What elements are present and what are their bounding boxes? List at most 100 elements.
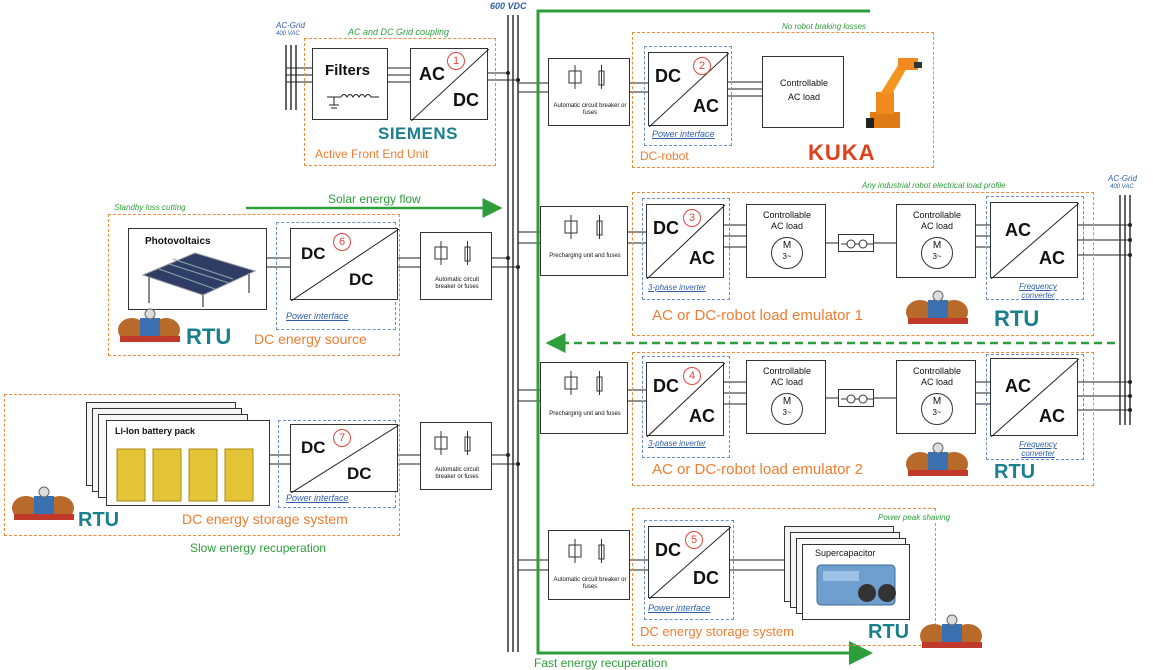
emu2-conv-bottom: AC <box>689 407 715 425</box>
breaker-icon <box>541 207 629 277</box>
supercap-conv-top: DC <box>655 541 681 559</box>
robot-pi-label: Power interface <box>652 130 715 139</box>
emu2-breaker-block: Precharging unit and fuses <box>540 362 628 434</box>
emu1-load-a-block: Controllable AC load M 3~ <box>746 204 826 278</box>
breaker-icon <box>541 363 629 435</box>
emu2-breaker-label: Precharging unit and fuses <box>545 411 625 418</box>
emu2-load-a-line2: AC load <box>747 378 827 387</box>
solar-flow-label: Solar energy flow <box>328 193 421 205</box>
emu2-load-a-block: Controllable AC load M 3~ <box>746 360 826 434</box>
siemens-logo: SIEMENS <box>378 125 458 142</box>
solar-unit-label: DC energy source <box>254 332 367 346</box>
emu2-motor-b-sub: 3~ <box>921 409 953 417</box>
converter-diagonal <box>991 203 1079 279</box>
filter-symbol-icon <box>313 49 389 121</box>
robot-conv-bottom: AC <box>693 97 719 115</box>
emu2-inverter-label: 3-phase inverter <box>648 440 706 448</box>
battery-cells-icon <box>107 421 271 507</box>
battery-converter-block: DC DC 7 <box>290 424 398 492</box>
dc-bus <box>508 15 518 652</box>
solar-breaker-block: Automatic circuit breaker or fuses <box>420 232 492 300</box>
solar-rtu-label: RTU <box>186 326 231 348</box>
rtu-device-icon <box>116 306 184 346</box>
emu2-motor-b-m: M <box>921 397 953 407</box>
battery-recup-label: Slow energy recuperation <box>190 542 326 554</box>
rtu-device-icon <box>904 440 972 480</box>
emu2-load-b-line1: Controllable <box>897 367 977 376</box>
robot-load-line2: AC load <box>763 93 845 102</box>
battery-rtu-label: RTU <box>78 510 119 530</box>
ac-grid-right-sub: 400 VAC <box>1110 184 1134 190</box>
supercap-block: Supercapacitor <box>802 544 910 620</box>
kuka-robot-icon <box>852 52 924 132</box>
emu1-motor-b-m: M <box>921 241 953 251</box>
filters-block: Filters <box>312 48 388 120</box>
supercap-conv-bottom: DC <box>693 569 719 587</box>
afe-conv-bottom: DC <box>453 91 479 109</box>
converter-diagonal <box>991 359 1079 437</box>
emu2-motor-m: M <box>771 397 803 407</box>
emu2-unit-label: AC or DC-robot load emulator 2 <box>652 462 863 477</box>
emu1-load-a-line1: Controllable <box>747 211 827 220</box>
emu2-motor-sub: 3~ <box>771 409 803 417</box>
emu2-fc-bottom: AC <box>1039 407 1065 425</box>
emu1-motor-m: M <box>771 241 803 251</box>
emu1-rtu-label: RTU <box>994 308 1039 330</box>
emu2-load-b-block: Controllable AC load M 3~ <box>896 360 976 434</box>
supercap-title: Power peak shaving <box>876 514 952 522</box>
rtu-device-icon <box>10 484 78 524</box>
supercap-recup-label: Fast energy recuperation <box>534 657 667 669</box>
emu2-converter-block: DC AC 4 <box>646 362 724 436</box>
emu2-load-b-line2: AC load <box>897 378 977 387</box>
battery-conv-bottom: DC <box>347 465 372 482</box>
rtu-device-icon <box>904 288 972 328</box>
robot-unit-label: DC-robot <box>640 150 689 162</box>
robot-converter-block: DC AC 2 <box>648 52 728 126</box>
supercap-breaker-label: Automatic circuit breaker or fuses <box>553 577 627 591</box>
afe-title: AC and DC Grid coupling <box>346 28 451 37</box>
robot-title: No robot braking losses <box>780 23 868 31</box>
battery-number-badge: 7 <box>333 429 351 447</box>
emu1-motor-sub: 3~ <box>771 253 803 261</box>
emu1-load-b-line2: AC load <box>897 222 977 231</box>
solar-conv-bottom: DC <box>349 271 374 288</box>
emu1-number-badge: 3 <box>683 209 701 227</box>
battery-conv-top: DC <box>301 439 326 456</box>
supercap-rtu-label: RTU <box>868 622 909 642</box>
emu1-breaker-block: Precharging unit and fuses <box>540 206 628 276</box>
afe-number-badge: 1 <box>447 52 465 70</box>
solar-breaker-label: Automatic circuit breaker or fuses <box>424 277 490 291</box>
supercap-converter-block: DC DC 5 <box>648 526 730 598</box>
emu1-inverter-label: 3-phase inverter <box>648 284 706 292</box>
supercap-pi-label: Power interface <box>648 604 711 613</box>
afe-conv-top: AC <box>419 65 445 83</box>
ac-grid-right-bus <box>1120 195 1130 425</box>
emu2-number-badge: 4 <box>683 367 701 385</box>
solar-conv-top: DC <box>301 245 326 262</box>
emu1-load-a-line2: AC load <box>747 222 827 231</box>
supercap-number-badge: 5 <box>685 531 703 549</box>
supercap-breaker-block: Automatic circuit breaker or fuses <box>548 530 630 600</box>
emu2-rtu-label: RTU <box>994 462 1035 482</box>
emu1-load-b-block: Controllable AC load M 3~ <box>896 204 976 278</box>
ac-grid-left-label: AC-Grid <box>276 22 305 30</box>
emu1-unit-label: AC or DC-robot load emulator 1 <box>652 308 863 323</box>
emu1-coupling-icon <box>838 234 874 252</box>
supercapacitor-icon <box>803 545 911 621</box>
emu1-fc-bottom: AC <box>1039 249 1065 267</box>
ac-grid-left-bus <box>286 45 296 110</box>
emu1-conv-top: DC <box>653 219 679 237</box>
emu2-load-a-line1: Controllable <box>747 367 827 376</box>
robot-load-line1: Controllable <box>763 79 845 88</box>
battery-breaker-label: Automatic circuit breaker or fuses <box>424 467 490 481</box>
dc-bus-label: 600 VDC <box>490 2 527 11</box>
emu1-converter-block: DC AC 3 <box>646 204 724 278</box>
battery-breaker-block: Automatic circuit breaker or fuses <box>420 422 492 490</box>
ac-grid-left-sub: 400 VAC <box>276 31 300 37</box>
emulator-profile-label: Any industrial robot electrical load pro… <box>860 182 1008 190</box>
pv-block: Photovoltaics <box>128 228 267 310</box>
solar-converter-block: DC DC 6 <box>290 228 398 300</box>
supercap-unit-label: DC energy storage system <box>640 625 794 638</box>
solar-title: Standby loss cutting <box>112 204 188 212</box>
